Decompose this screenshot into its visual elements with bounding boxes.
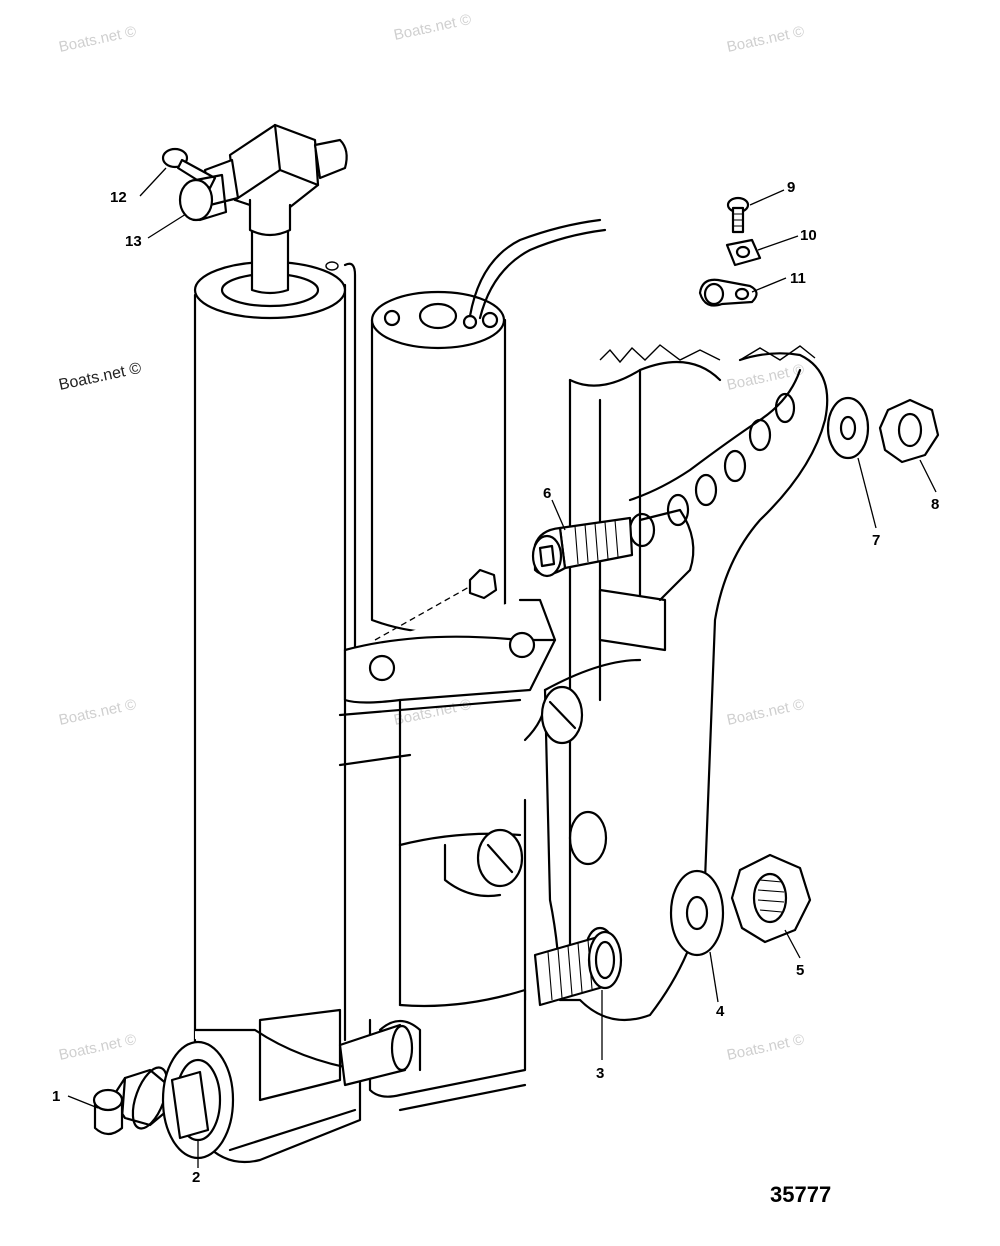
watermark: Boats.net © [57,1031,137,1064]
watermark: Boats.net © [725,1031,805,1064]
callout-7: 7 [872,532,880,549]
watermark: Boats.net © [725,361,805,394]
callout-12: 12 [110,189,127,206]
callout-4: 4 [716,1003,725,1020]
callout-1: 1 [52,1088,60,1105]
part-7-washer [826,396,870,460]
part-3-bolt [533,930,623,1007]
callout-numbers: 1 2 3 4 5 6 7 8 9 10 11 12 13 [52,179,939,1186]
watermark: Boats.net © [57,696,137,729]
pivot-pin [338,1023,414,1087]
watermark: Boats.net © [392,11,472,44]
callout-11: 11 [790,270,806,287]
watermark: Boats.net © [392,696,472,729]
part-5-locknut [730,853,812,944]
part-8-nut [878,398,940,464]
watermark: Boats.net © [57,360,143,394]
pump-manifold [338,598,584,1112]
pump-motor [370,218,607,641]
callout-6: 6 [543,485,551,502]
part-13-cap [178,173,228,222]
callout-3: 3 [596,1065,604,1082]
callout-9: 9 [787,179,795,196]
trim-cylinder [193,218,362,1164]
part-2-bushing [161,1040,235,1160]
part-12-bleed-screw [161,147,217,190]
part-6-bolt [531,516,634,578]
callout-13: 13 [125,233,142,250]
part-11-cable-clamp [698,278,758,307]
callout-2: 2 [192,1169,200,1186]
part-9-screw [726,196,750,234]
part-10-clip-nut [725,238,762,267]
part-1-nut [92,1066,170,1136]
watermark: Boats.net © [57,23,137,56]
callout-8: 8 [931,496,939,513]
callout-5: 5 [796,962,804,979]
leader-lines [67,167,937,1168]
watermark: Boats.net © [725,23,805,56]
figure-number: 35777 [770,1182,831,1207]
callout-10: 10 [800,227,817,244]
mounting-bracket [543,344,829,1022]
part-4-washer [669,869,725,957]
watermark: Boats.net © [725,696,805,729]
part-top-fitting [203,123,348,237]
